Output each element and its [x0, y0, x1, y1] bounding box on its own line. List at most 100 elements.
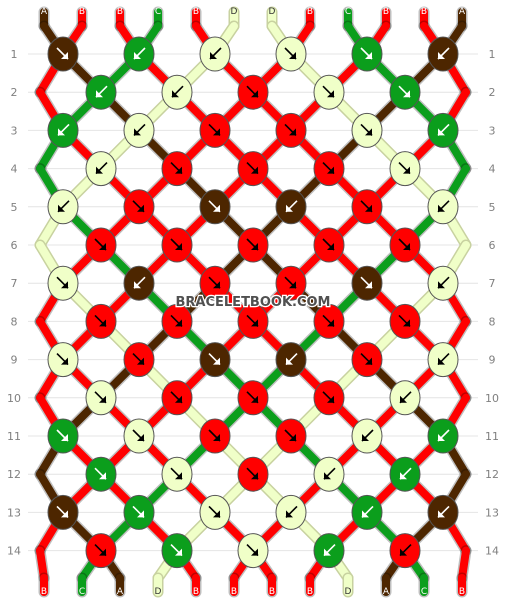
knot — [199, 342, 231, 378]
knot — [237, 303, 269, 339]
knot — [427, 342, 459, 378]
string-label-bottom: B — [231, 587, 237, 597]
arrowhead-icon — [137, 434, 144, 441]
knot — [351, 189, 383, 225]
arrowhead-icon — [137, 204, 144, 212]
knot-layer — [47, 36, 459, 569]
knot — [47, 112, 79, 148]
knot — [389, 456, 421, 492]
knot — [85, 380, 117, 416]
arrowhead-icon — [286, 204, 293, 212]
arrowhead-icon — [251, 166, 258, 174]
string-label-bottom: B — [459, 587, 465, 597]
knot — [199, 36, 231, 72]
arrowhead-icon — [365, 128, 372, 136]
string-label-bottom: B — [269, 587, 275, 597]
knot — [161, 227, 193, 263]
knot — [427, 36, 459, 72]
arrowhead-icon — [403, 243, 410, 250]
arrowhead-icon — [403, 166, 410, 174]
row-number-left: 6 — [11, 239, 18, 252]
string-label-bottom: B — [193, 587, 199, 597]
knot — [237, 151, 269, 187]
knot — [161, 533, 193, 569]
arrowhead-icon — [99, 243, 106, 250]
knot — [123, 36, 155, 72]
knot — [313, 303, 345, 339]
knot — [47, 189, 79, 225]
string-label-bottom: C — [79, 587, 85, 597]
knot — [199, 189, 231, 225]
arrowhead-icon — [210, 52, 217, 59]
arrowhead-icon — [362, 434, 369, 441]
arrowhead-icon — [289, 434, 296, 441]
knot — [275, 189, 307, 225]
arrowhead-icon — [400, 472, 407, 480]
knot — [389, 380, 421, 416]
knot — [199, 494, 231, 530]
knot — [427, 112, 459, 148]
arrowhead-icon — [58, 204, 65, 212]
arrowhead-icon — [99, 548, 106, 556]
knot — [47, 265, 79, 301]
arrowhead-icon — [251, 395, 258, 403]
arrowhead-icon — [365, 52, 372, 59]
knot — [85, 74, 117, 110]
string-label-bottom: B — [41, 587, 47, 597]
arrowhead-icon — [172, 90, 179, 98]
row-number-left: 2 — [11, 86, 18, 99]
knot — [275, 36, 307, 72]
string-label-top: B — [117, 7, 123, 17]
knot — [351, 112, 383, 148]
knot — [389, 227, 421, 263]
string-label-bottom: A — [117, 587, 124, 597]
arrowhead-icon — [213, 510, 220, 518]
row-number-right: 10 — [485, 392, 499, 405]
row-number-right: 5 — [489, 201, 496, 214]
arrowhead-icon — [438, 128, 445, 136]
knot — [275, 265, 307, 301]
knot — [427, 494, 459, 530]
knot — [85, 151, 117, 187]
arrowhead-icon — [213, 204, 220, 212]
arrowhead-icon — [286, 510, 293, 518]
arrowhead-icon — [289, 52, 296, 59]
arrowhead-icon — [175, 548, 182, 556]
knot — [237, 456, 269, 492]
arrowhead-icon — [99, 395, 106, 403]
arrowhead-icon — [175, 395, 182, 403]
arrowhead-icon — [365, 281, 372, 289]
arrowhead-icon — [175, 243, 182, 250]
row-number-right: 3 — [489, 124, 496, 137]
row-number-left: 14 — [7, 545, 21, 558]
row-number-right: 14 — [485, 545, 499, 558]
arrowhead-icon — [365, 204, 372, 212]
arrowhead-icon — [289, 128, 296, 136]
arrowhead-icon — [327, 319, 334, 327]
arrowhead-icon — [438, 434, 445, 441]
knot — [427, 265, 459, 301]
knot — [123, 494, 155, 530]
knot — [389, 533, 421, 569]
knot — [275, 342, 307, 378]
arrowhead-icon — [99, 472, 106, 480]
arrowhead-icon — [438, 281, 445, 289]
arrowhead-icon — [251, 548, 258, 556]
knot — [351, 265, 383, 301]
row-number-right: 7 — [489, 277, 496, 290]
knot — [313, 380, 345, 416]
knot — [85, 227, 117, 263]
row-number-left: 11 — [7, 430, 21, 443]
row-number-right: 6 — [489, 239, 496, 252]
arrowhead-icon — [327, 90, 334, 98]
string-label-top: B — [421, 7, 427, 17]
knot — [275, 112, 307, 148]
arrowhead-icon — [438, 357, 445, 365]
arrowhead-icon — [289, 281, 296, 289]
arrowhead-icon — [175, 319, 182, 327]
row-number-left: 3 — [11, 124, 18, 137]
knot — [351, 494, 383, 530]
knot — [237, 227, 269, 263]
arrowhead-icon — [61, 434, 68, 441]
arrowhead-icon — [137, 357, 144, 365]
